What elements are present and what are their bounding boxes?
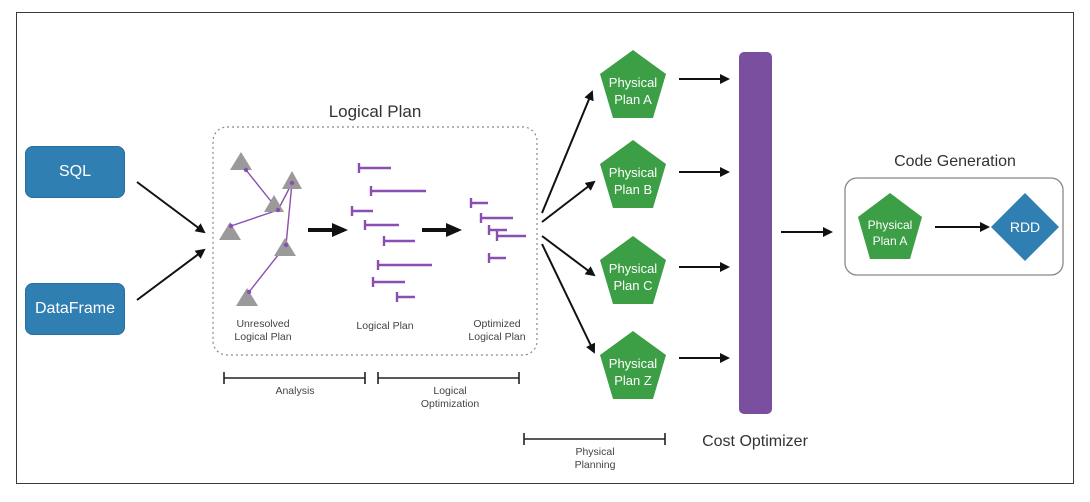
dataframe-input-box: DataFrame [25,283,125,335]
physical-plan-a-shape [600,50,666,118]
physical-plan-c-shape [600,236,666,304]
logical-optimization-bar [377,372,520,384]
sql-arrow [136,181,206,234]
tree-node-triangle [264,195,284,212]
analysis-label: Analysis [275,385,315,397]
to-plan-b-arrow [541,180,596,223]
analysis-bar [223,372,366,384]
dataframe-arrow [136,248,206,301]
physical-plan-z-shape [600,331,666,399]
code-generation-title: Code Generation [894,153,1016,170]
tree-node-triangle [282,171,302,189]
codegen-physical-plan-shape [858,193,922,259]
tree-node-triangle [236,288,258,306]
sql-input-box: SQL [25,146,125,198]
rdd-diamond [991,193,1059,261]
cost-optimizer-bar [739,52,772,414]
logical-plan-tree [350,163,432,302]
rdd-label: RDD [1009,219,1041,235]
physical-plan-b-shape [600,140,666,208]
optimized-plan-tree [469,198,526,263]
cost-optimizer-label: Cost Optimizer [702,433,808,450]
diagram-frame [16,12,1074,484]
tree-node-triangle [274,238,296,256]
tree-node-triangle [230,152,252,170]
to-plan-a-arrow [541,90,594,214]
logical-plan-title: Logical Plan [328,102,422,121]
to-plan-z-arrow [541,243,596,354]
to-plan-c-arrow [541,235,596,277]
unresolved-plan-graph [219,152,302,306]
code-generation-container [844,177,1064,276]
physical-planning-bar [523,433,666,445]
logical-plan-label: Logical Plan [356,320,414,332]
tree-node-triangle [219,222,241,240]
